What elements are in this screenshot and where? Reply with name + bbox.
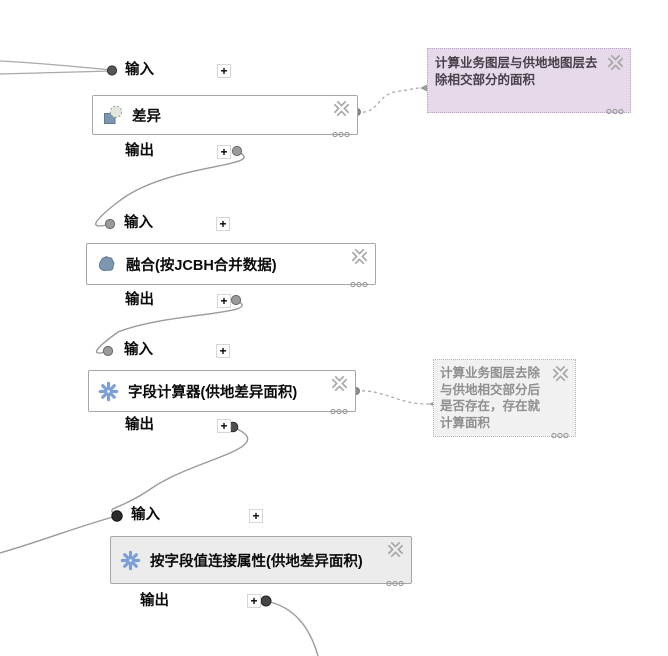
add-input-button[interactable]: +	[217, 64, 231, 78]
node-title: 差异	[132, 108, 161, 125]
add-input-button[interactable]: +	[216, 344, 230, 358]
ellipsis-icon	[332, 125, 350, 138]
output-label: 输出	[125, 417, 154, 433]
connection-curve	[0, 60, 113, 71]
output-port[interactable]	[230, 294, 242, 306]
input-label: 输入	[124, 342, 153, 358]
comment-link-curve	[356, 87, 422, 113]
connection-curve	[95, 150, 245, 227]
input-port[interactable]	[111, 510, 123, 522]
add-output-button[interactable]: +	[217, 419, 231, 433]
node-field-calculator[interactable]: 字段计算器(供地差异面积)	[88, 370, 356, 415]
output-port[interactable]	[260, 595, 272, 607]
output-label: 输出	[125, 292, 154, 308]
output-label: 输出	[140, 593, 169, 609]
connection-curve	[0, 70, 113, 75]
node-dissolve[interactable]: 融合(按JCBH合并数据)	[86, 243, 376, 288]
ellipsis-icon	[551, 426, 569, 439]
input-label: 输入	[124, 215, 153, 231]
input-label: 输入	[131, 507, 160, 523]
output-label: 输出	[125, 143, 154, 159]
ellipsis-icon	[386, 574, 404, 587]
comment-box-gray[interactable]: 计算业务图层去除与供地相交部分后是否存在，存在就计算面积	[433, 359, 576, 439]
comment-anchor-arrow	[420, 84, 427, 92]
node-join-attributes[interactable]: 按字段值连接属性(供地差异面积)	[110, 536, 412, 587]
add-output-button[interactable]: +	[217, 294, 231, 308]
comment-link-curve	[355, 390, 431, 405]
input-label: 输入	[125, 62, 154, 78]
input-port[interactable]	[106, 65, 118, 76]
remove-node-icon[interactable]	[332, 99, 351, 118]
node-title: 按字段值连接属性(供地差异面积)	[150, 553, 363, 570]
add-output-button[interactable]: +	[217, 145, 231, 159]
add-input-button[interactable]: +	[216, 217, 230, 231]
connection-curve	[111, 426, 249, 517]
connection-curve	[0, 515, 118, 554]
node-difference[interactable]: 差异	[92, 95, 358, 138]
add-output-button[interactable]: +	[247, 594, 261, 608]
comment-box-purple[interactable]: 计算业务图层与供地地图层去除相交部分的面积	[427, 48, 631, 115]
connection-curve	[265, 600, 319, 656]
input-port[interactable]	[102, 345, 114, 357]
comment-text: 计算业务图层去除与供地相交部分后是否存在，存在就计算面积	[440, 366, 541, 430]
difference-icon	[102, 105, 123, 126]
output-port[interactable]	[231, 145, 243, 157]
remove-node-icon[interactable]	[330, 374, 349, 393]
ellipsis-icon	[330, 402, 348, 415]
comment-text: 计算业务图层与供地地图层去除相交部分的面积	[435, 56, 598, 87]
remove-node-icon[interactable]	[350, 247, 369, 266]
remove-comment-icon[interactable]	[606, 53, 625, 72]
dissolve-icon	[96, 254, 117, 275]
ellipsis-icon	[350, 275, 368, 288]
field-calculator-icon	[98, 381, 119, 402]
add-input-button[interactable]: +	[249, 509, 263, 523]
node-title: 字段计算器(供地差异面积)	[128, 384, 298, 401]
input-port[interactable]	[104, 218, 116, 230]
connection-curve	[95, 299, 243, 354]
join-attributes-icon	[120, 550, 141, 571]
node-title: 融合(按JCBH合并数据)	[126, 257, 277, 274]
ellipsis-icon	[606, 102, 624, 115]
remove-node-icon[interactable]	[386, 540, 405, 559]
remove-comment-icon[interactable]	[551, 364, 570, 383]
